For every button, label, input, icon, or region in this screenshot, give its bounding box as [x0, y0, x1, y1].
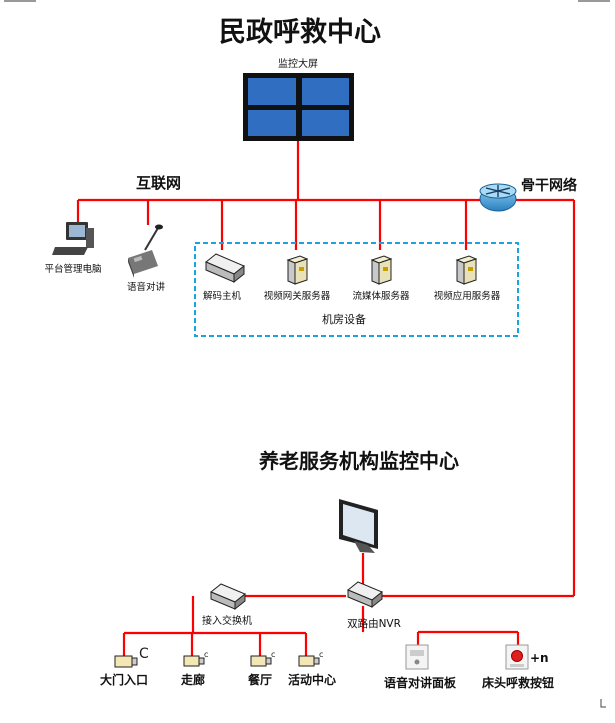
bed-button-label: 床头呼救按钮 — [482, 675, 554, 690]
nvr-label: 双路由NVR — [347, 617, 401, 630]
internet-label: 互联网 — [136, 174, 181, 192]
svg-text:c: c — [319, 650, 323, 659]
svg-text:c: c — [204, 650, 208, 659]
router-icon — [479, 183, 517, 212]
monitor-wall-icon — [243, 73, 354, 141]
server-icon — [455, 255, 478, 285]
nvr-icon — [347, 581, 383, 609]
screen-label: 监控大屏 — [278, 57, 318, 70]
camera-icon: c — [298, 650, 323, 667]
camera-icon: c — [183, 650, 208, 667]
backbone-label: 骨干网络 — [521, 177, 577, 194]
camera-corridor-label: 走廊 — [181, 672, 205, 687]
decoder-icon — [205, 253, 245, 284]
camera-dining-label: 餐厅 — [248, 672, 272, 687]
room-label: 机房设备 — [322, 312, 366, 326]
monitor-icon — [339, 499, 378, 553]
decoder-label: 解码主机 — [203, 290, 242, 302]
plus-n-label: +n — [530, 651, 549, 665]
microphone-icon — [128, 224, 163, 278]
bottom-title: 养老服务机构监控中心 — [258, 449, 459, 473]
paragraph-mark — [600, 699, 606, 708]
top-title: 民政呼救中心 — [219, 17, 381, 48]
streaming-server-label: 流媒体服务器 — [352, 290, 410, 302]
camera-icon: C — [114, 646, 149, 668]
call-button-icon — [505, 644, 529, 670]
video-gateway-label: 视频网关服务器 — [264, 290, 331, 302]
camera-gate-label: 大门入口 — [100, 672, 148, 687]
camera-activity-label: 活动中心 — [288, 672, 336, 687]
camera-icon: c — [250, 650, 275, 667]
pc-label: 平台管理电脑 — [44, 263, 101, 275]
intercom-panel-icon — [405, 644, 429, 670]
server-icon — [286, 255, 309, 285]
access-switch-label: 接入交换机 — [202, 614, 252, 627]
panel-label: 语音对讲面板 — [384, 675, 457, 690]
svg-text:C: C — [139, 646, 149, 662]
computer-icon — [52, 222, 94, 255]
equipment-room-frame — [194, 242, 519, 337]
intercom-label: 语音对讲 — [127, 281, 166, 293]
connection-lines — [76, 141, 576, 656]
server-icon — [370, 255, 393, 285]
switch-icon — [210, 583, 246, 611]
svg-text:c: c — [271, 650, 275, 659]
video-app-server-label: 视频应用服务器 — [434, 290, 501, 302]
